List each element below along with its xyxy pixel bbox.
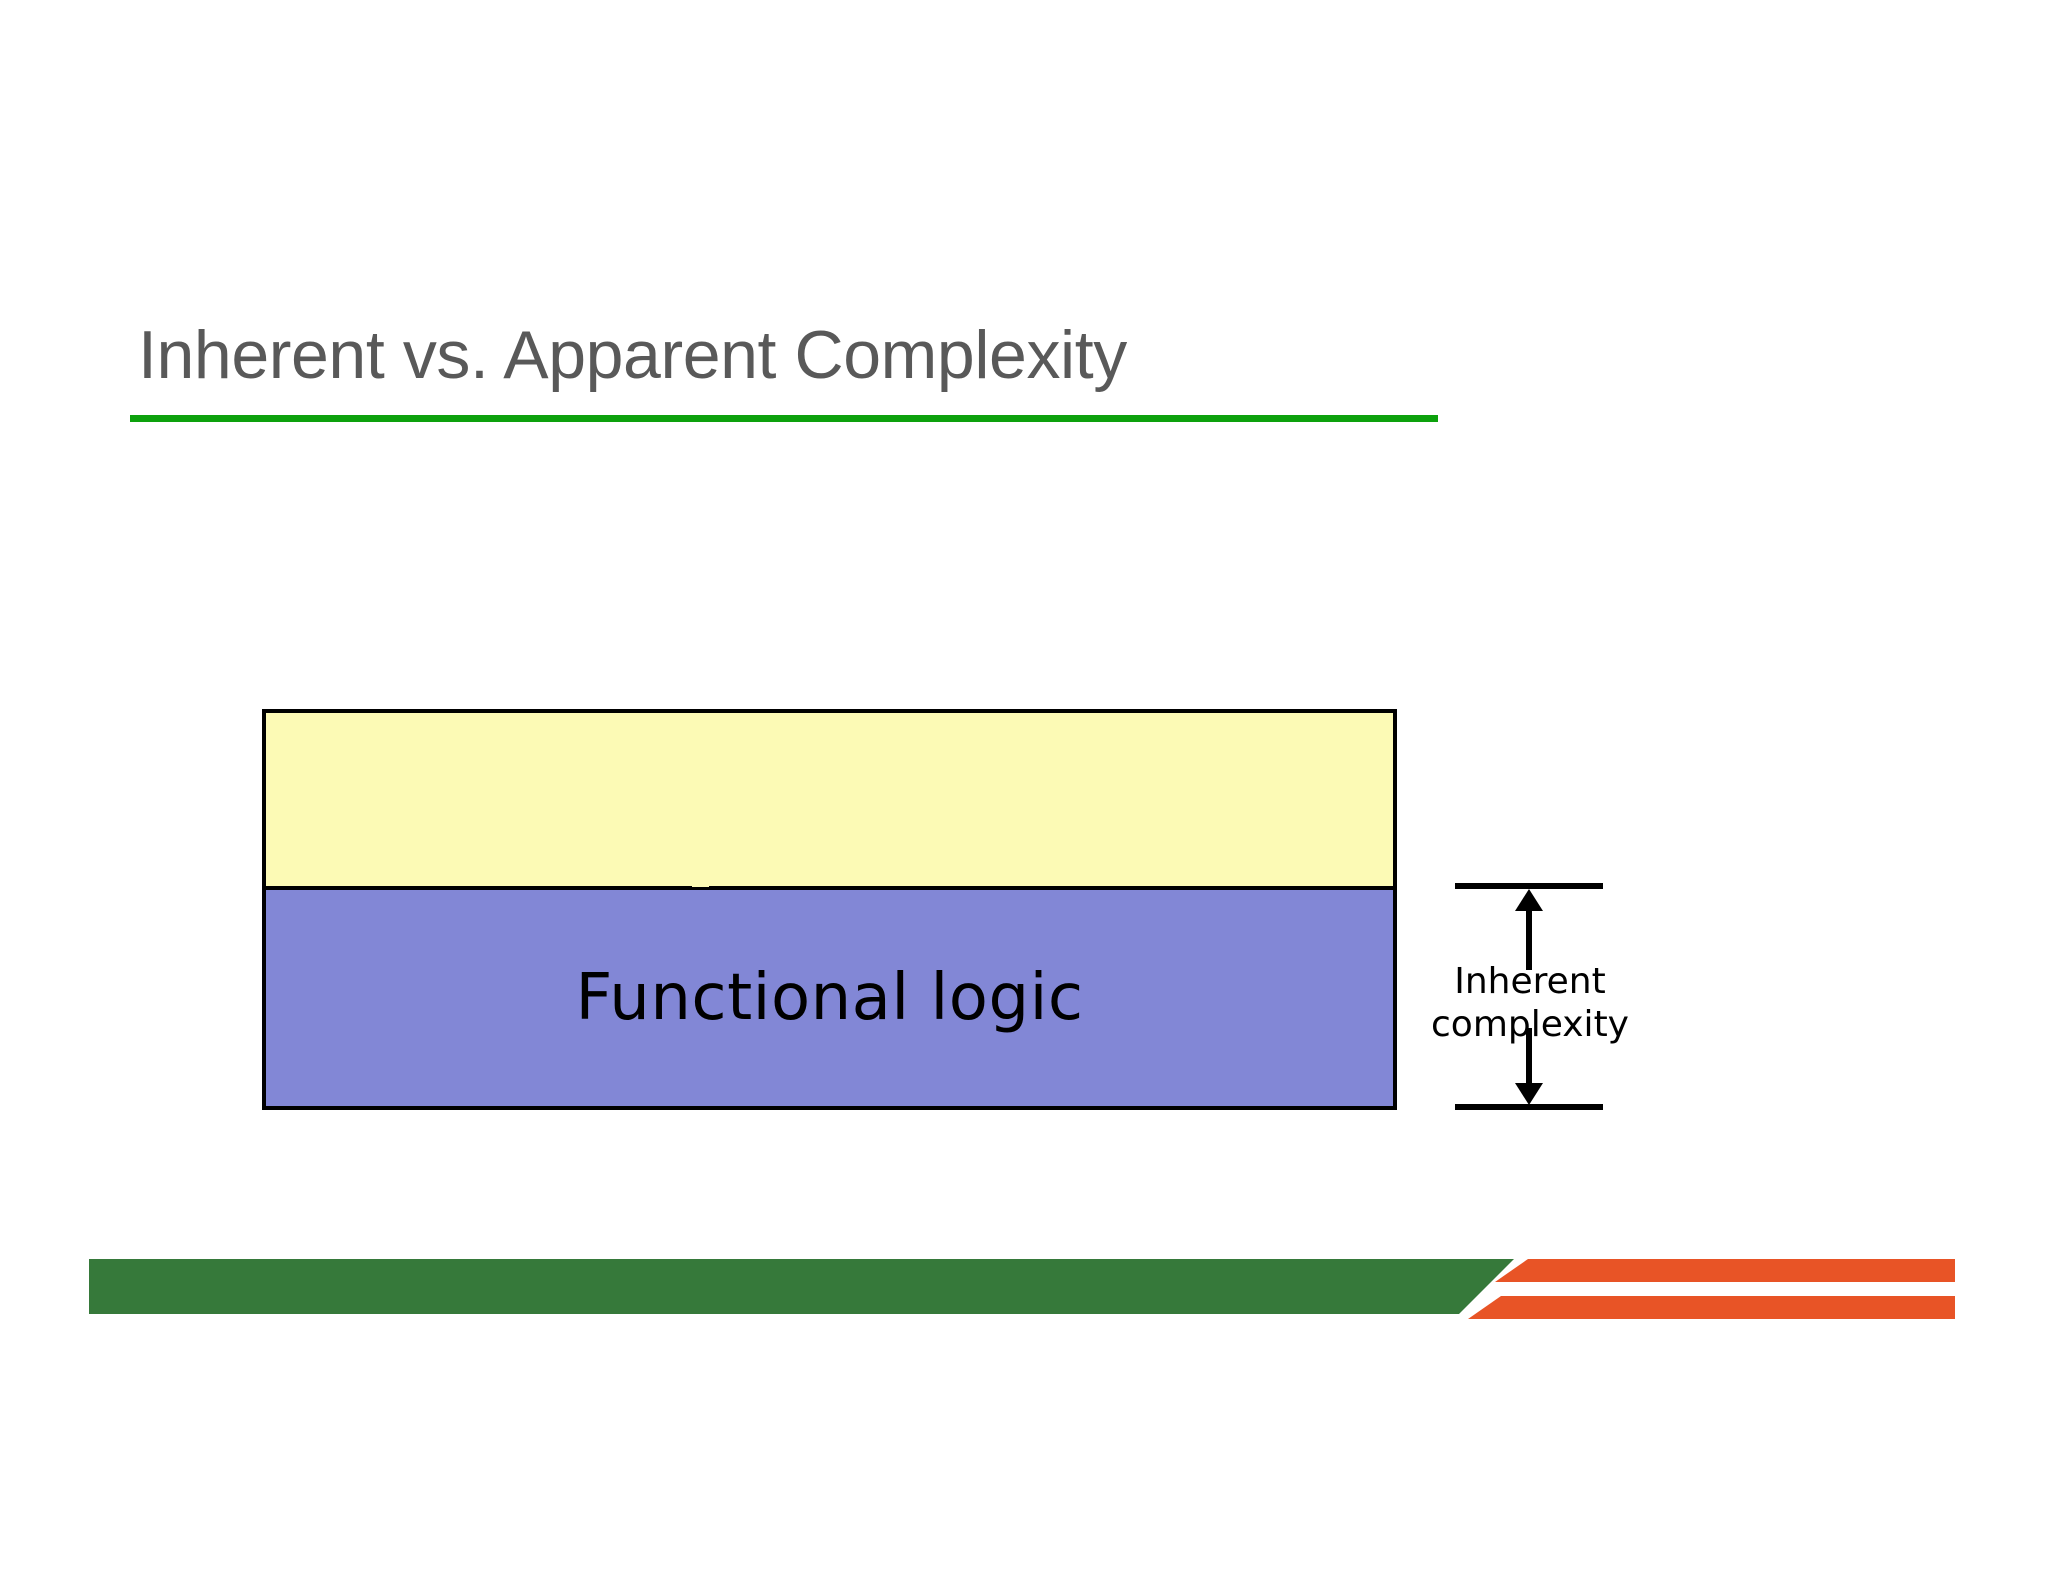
dimension-cap-top-icon (1455, 883, 1603, 889)
title-underline-rule (130, 415, 1438, 422)
footer-ribbon-orange-stripe-bottom (1468, 1296, 1955, 1319)
complexity-diagram: Functional logic (262, 709, 1397, 1110)
dimension-cap-bottom-icon (1455, 1104, 1603, 1110)
band-divider-notch (692, 881, 709, 888)
footer-ribbon (0, 1250, 2048, 1330)
dimension-stem-upper (1526, 907, 1532, 970)
footer-ribbon-orange-stripe-top (1495, 1259, 1955, 1282)
title-block: Inherent vs. Apparent Complexity (130, 312, 1440, 424)
functional-logic-band: Functional logic (262, 887, 1397, 1110)
inherent-complexity-label-line1: Inherent (1454, 961, 1606, 1002)
footer-ribbon-green-band (89, 1259, 1514, 1314)
apparent-complexity-band (262, 709, 1397, 889)
arrow-down-icon (1515, 1083, 1543, 1105)
page-title: Inherent vs. Apparent Complexity (138, 317, 1127, 393)
inherent-complexity-annotation: Inherent complexity (1431, 880, 1629, 1116)
inherent-complexity-label: Inherent complexity (1402, 960, 1658, 1046)
functional-logic-band-label: Functional logic (575, 961, 1084, 1035)
arrow-up-icon (1515, 889, 1543, 911)
dimension-stem-lower (1526, 1028, 1532, 1088)
